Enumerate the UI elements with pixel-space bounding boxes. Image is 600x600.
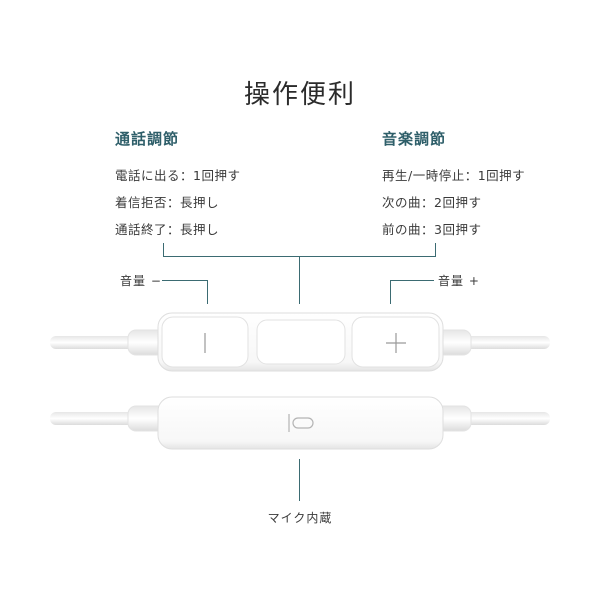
call-control-line-end: 通話終了：長押し [115, 222, 220, 237]
page-title: 操作便利 [243, 80, 356, 110]
remote-control-assembly [50, 312, 550, 372]
call-control-heading: 通話調節 [115, 130, 180, 148]
music-control-section: 音楽調節 再生/一時停止：1回押す 次の曲：2回押す 前の曲：3回押す [382, 128, 525, 238]
call-control-line-answer: 電話に出る：1回押す [115, 168, 241, 183]
call-control-section: 通話調節 電話に出る：1回押す 着信拒否：長押し 通話終了：長押し [115, 128, 240, 238]
mic-module-body [157, 396, 444, 450]
volume-down-button[interactable] [161, 316, 249, 368]
music-control-line-next: 次の曲：2回押す [382, 195, 482, 210]
music-control-heading: 音楽調節 [382, 130, 447, 148]
music-control-line-play: 再生/一時停止：1回押す [382, 168, 526, 183]
volume-up-label: 音量 + [438, 274, 480, 288]
volume-down-label: 音量 − [120, 274, 162, 288]
volume-down-connector-vertical [207, 280, 208, 304]
volume-up-connector-horizontal [390, 280, 434, 281]
music-control-line-prev: 前の曲：3回押す [382, 222, 482, 237]
mic-connector [299, 459, 300, 501]
volume-up-button[interactable] [351, 316, 440, 368]
play-pause-button[interactable] [256, 319, 346, 365]
plus-icon [386, 333, 406, 353]
call-control-line-reject: 着信拒否：長押し [115, 195, 220, 210]
microphone-icon [288, 414, 314, 432]
volume-up-connector-vertical [390, 280, 391, 304]
volume-down-connector-horizontal [162, 280, 208, 281]
mic-label: マイク内蔵 [267, 511, 333, 525]
bracket-right-tick [435, 243, 436, 257]
bracket-left-tick [163, 243, 164, 257]
center-button-connector [299, 256, 300, 304]
microphone-assembly [50, 396, 550, 450]
